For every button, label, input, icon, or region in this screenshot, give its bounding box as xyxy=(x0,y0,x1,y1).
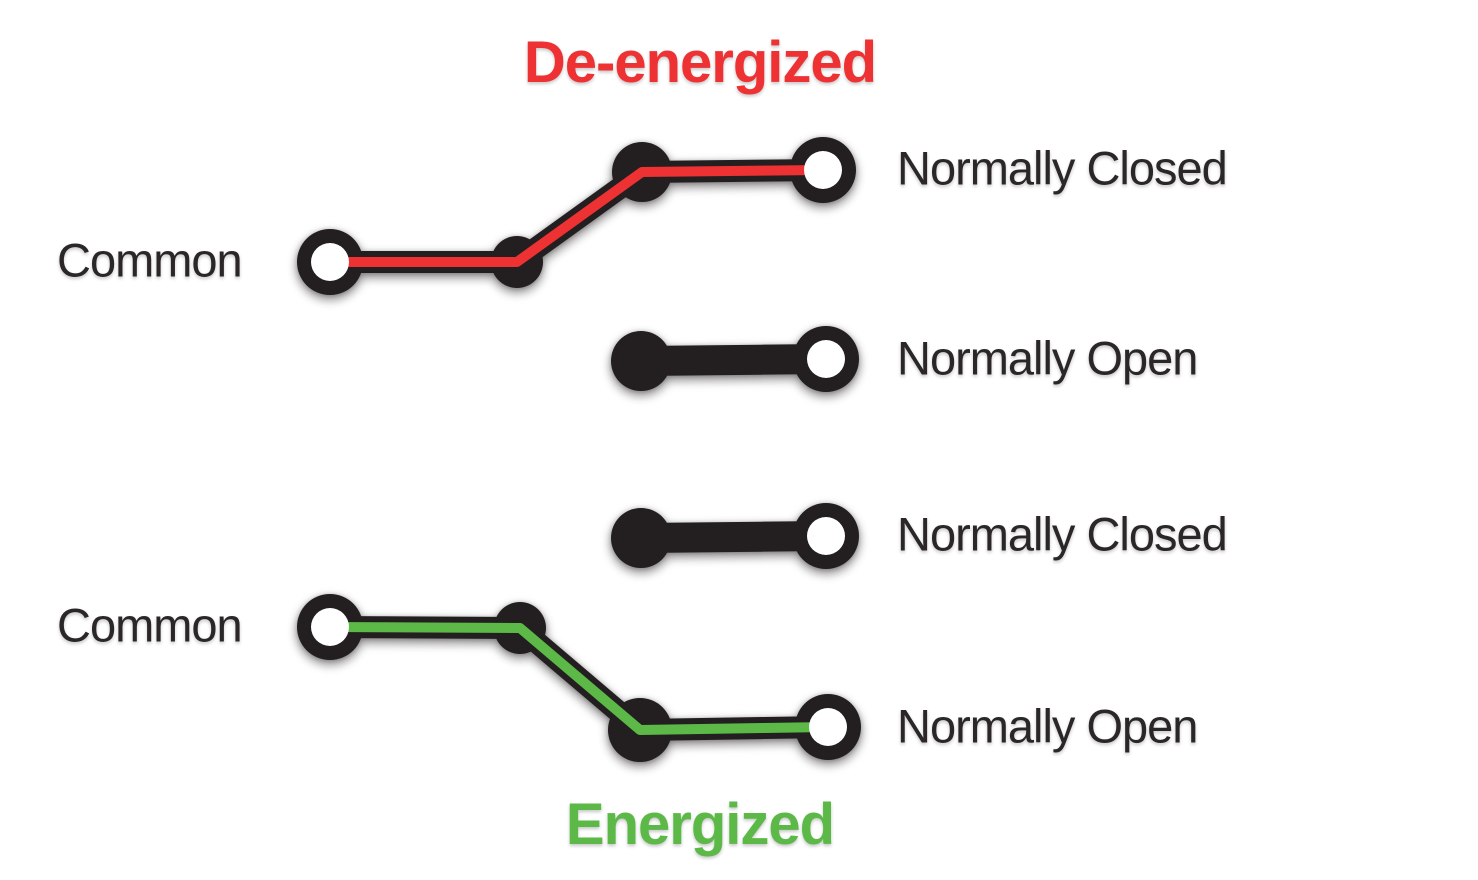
normally-open-stub-top-dot xyxy=(611,331,671,391)
energized-common-to-no-path-overlay xyxy=(325,622,833,735)
common-label-top: Common xyxy=(57,233,243,287)
normally-closed-label-top: Normally Closed xyxy=(897,141,1228,195)
normally-open-terminal-bottom xyxy=(809,708,847,746)
common-label-bottom: Common xyxy=(57,598,243,652)
de-energized-common-to-nc-path-overlay xyxy=(325,165,828,267)
normally-closed-terminal-top xyxy=(804,151,842,189)
normally-open-label-top: Normally Open xyxy=(897,331,1198,385)
normally-closed-stub-bottom-dot xyxy=(611,508,671,568)
normally-closed-terminal-bottom xyxy=(807,517,845,555)
normally-closed-label-bottom: Normally Closed xyxy=(897,507,1228,561)
normally-open-terminal-top xyxy=(807,340,845,378)
common-terminal-top xyxy=(311,243,349,281)
normally-open-label-bottom: Normally Open xyxy=(897,699,1198,753)
energized-title: Energized xyxy=(565,792,835,858)
de-energized-title: De-energized xyxy=(523,30,877,96)
common-terminal-bottom xyxy=(311,608,349,646)
